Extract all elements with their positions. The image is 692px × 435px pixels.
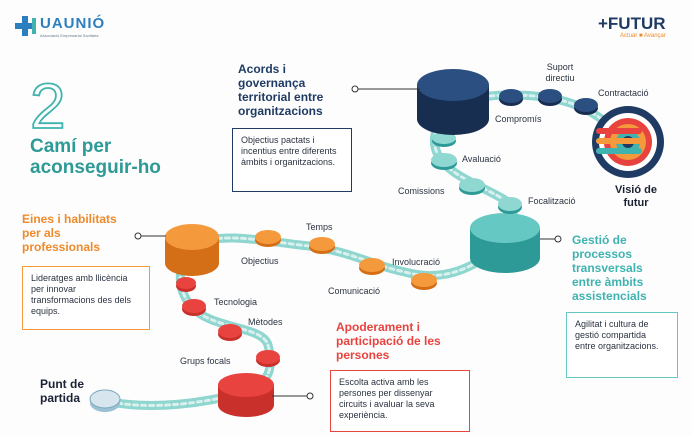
step-suport: Suport directiu	[545, 62, 575, 83]
connectors	[134, 85, 562, 400]
eines-box: Lideratges amb llicència per innovar tra…	[22, 266, 150, 330]
step-comunicacio: Comunicació	[328, 286, 381, 296]
gestio-heading: Gestió de processos transversals entre à…	[572, 233, 647, 303]
title-line2: aconseguir-ho	[30, 157, 161, 178]
step-comissions: Comissions	[398, 186, 445, 196]
brand-right-sub: Actuar ■ Avançar	[620, 33, 666, 39]
acords-heading: Acords i governança territorial entre or…	[238, 62, 324, 118]
red-discs	[176, 277, 280, 367]
step-contractacio: Contractació	[598, 88, 649, 98]
step-metodes: Mètodes	[248, 317, 283, 327]
logo-mark	[15, 16, 36, 36]
start-disc	[89, 389, 121, 412]
orange-discs	[255, 230, 437, 290]
navy-discs	[499, 89, 598, 115]
step-temps: Temps	[306, 222, 333, 232]
teal-discs	[431, 132, 522, 214]
step-compromis: Compromís	[495, 114, 542, 124]
end-label: Visió de futur	[615, 184, 657, 209]
step-focalitzacio: Focalització	[528, 196, 576, 206]
teal-cylinder	[470, 213, 540, 273]
big-number: 2	[30, 70, 66, 142]
logo-tagline: Associació Empresarial Sanitària	[40, 33, 99, 38]
step-avaluacio: Avaluació	[462, 154, 501, 164]
apoderament-box: Escolta activa amb les persones per diss…	[330, 370, 470, 432]
step-grups: Grups focals	[180, 356, 231, 366]
step-objectius: Objectius	[241, 256, 279, 266]
eines-heading: Eines i habilitats per als professionals	[22, 212, 117, 254]
acords-box: Objectius pactats i incentius entre dife…	[232, 128, 352, 192]
red-cylinder	[218, 373, 274, 417]
start-label: Punt de partida	[40, 377, 84, 405]
orange-cylinder	[165, 224, 219, 276]
navy-cylinder	[417, 69, 489, 135]
title-line1: Camí per	[30, 136, 112, 157]
vision-target	[592, 106, 664, 178]
step-tecnologia: Tecnologia	[214, 297, 258, 307]
brand-right[interactable]: +FUTUR	[598, 14, 666, 33]
gestio-box: Agilitat i cultura de gestió compartida …	[566, 312, 678, 378]
logo-text[interactable]: UAUNIÓ	[40, 15, 106, 32]
step-involucracio: Involucració	[392, 257, 441, 267]
apoderament-heading: Apoderament i participació de les person…	[336, 320, 441, 362]
